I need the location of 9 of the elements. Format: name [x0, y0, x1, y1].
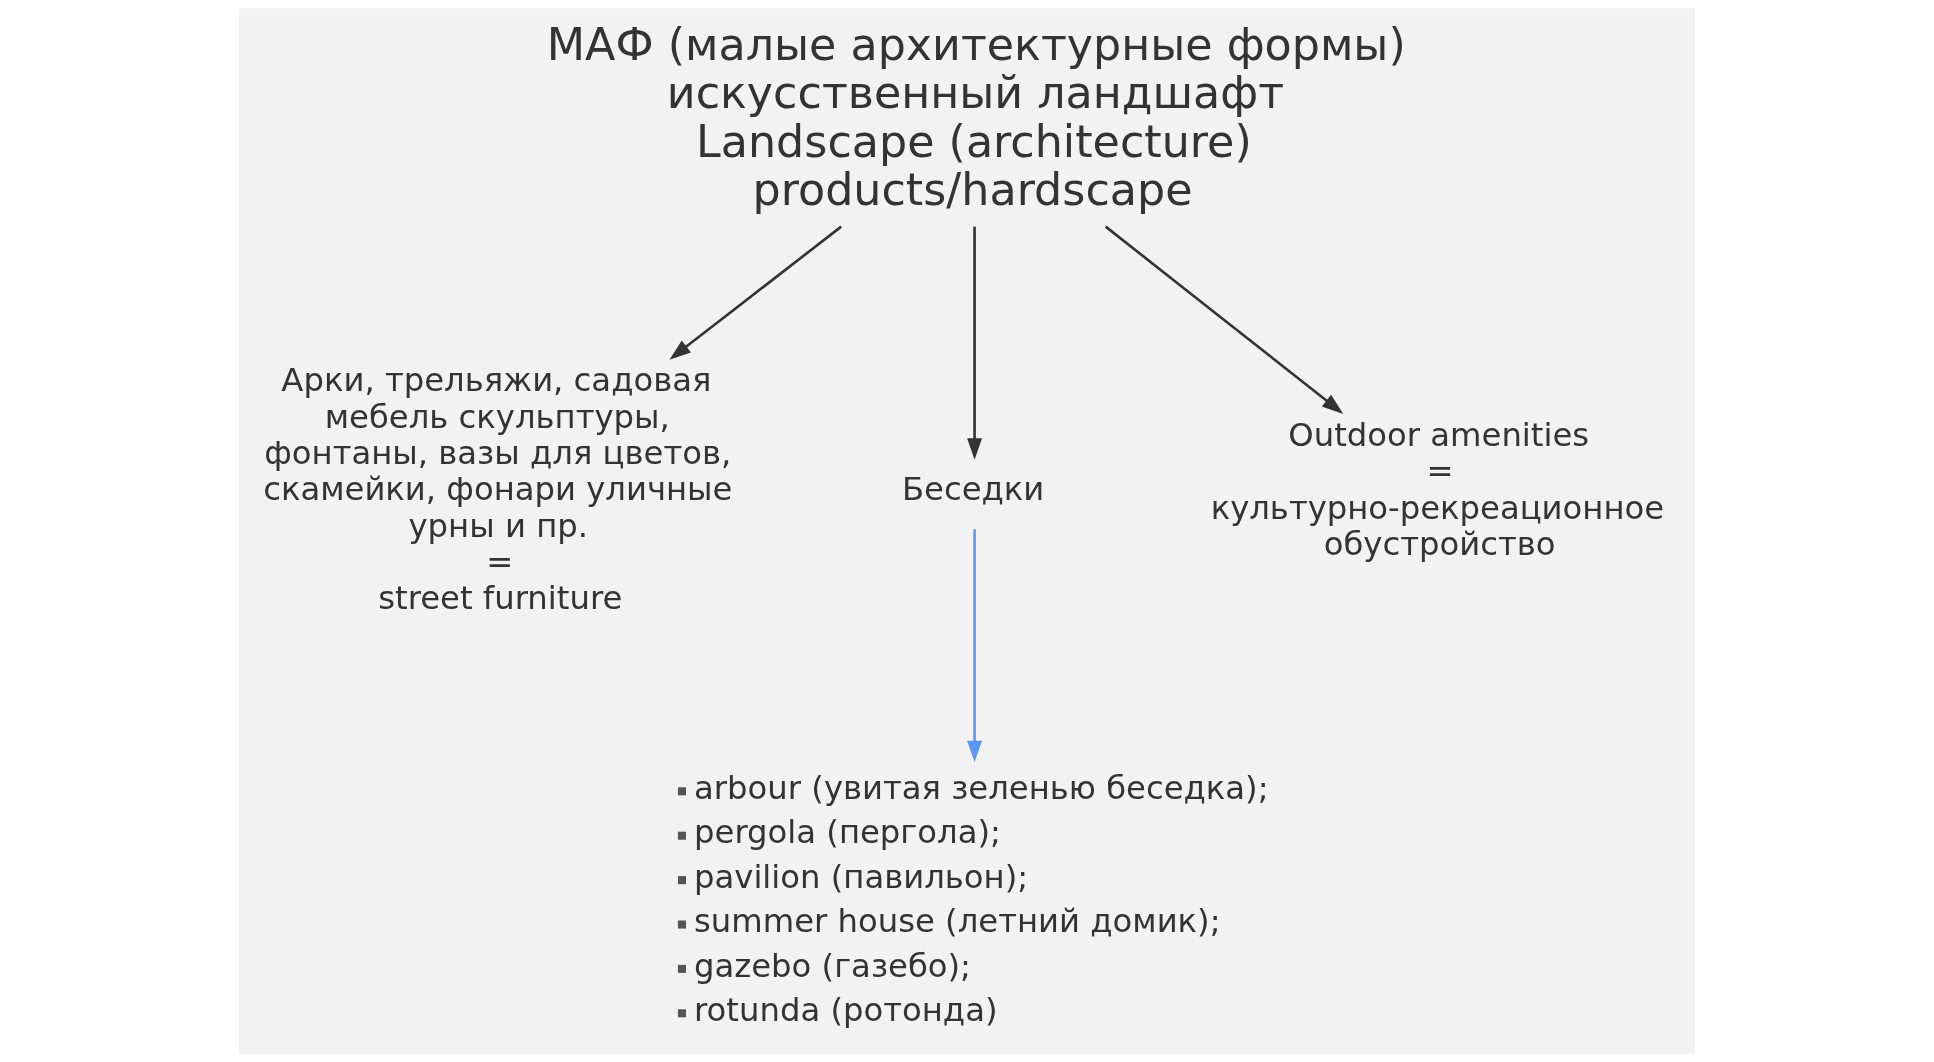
node-text: Арки, трельяжи, садовая мебель скульптуры, фонтаны, вазы для цветов, скамейки, фонари уличные урны и пр. = street furniture [263, 361, 733, 618]
arrow [669, 225, 842, 360]
arrow [967, 529, 983, 763]
node-text: arbour (увитая зеленью беседка); pergola (пергола); pavilion (павильон); summer house (летний домик); gazebo (газебо); rotunda (ротонда) [694, 768, 1269, 1029]
node-text: МАФ (малые архитектурные формы) искусственный ландшафт Landscape (architecture) products/hardscape [546, 18, 1406, 216]
node-text: Беседки [901, 470, 1045, 509]
arrow [1104, 225, 1344, 414]
node-text: Outdoor amenities = культурно-рекреационное обустройство [1210, 415, 1665, 563]
arrow [967, 226, 983, 460]
